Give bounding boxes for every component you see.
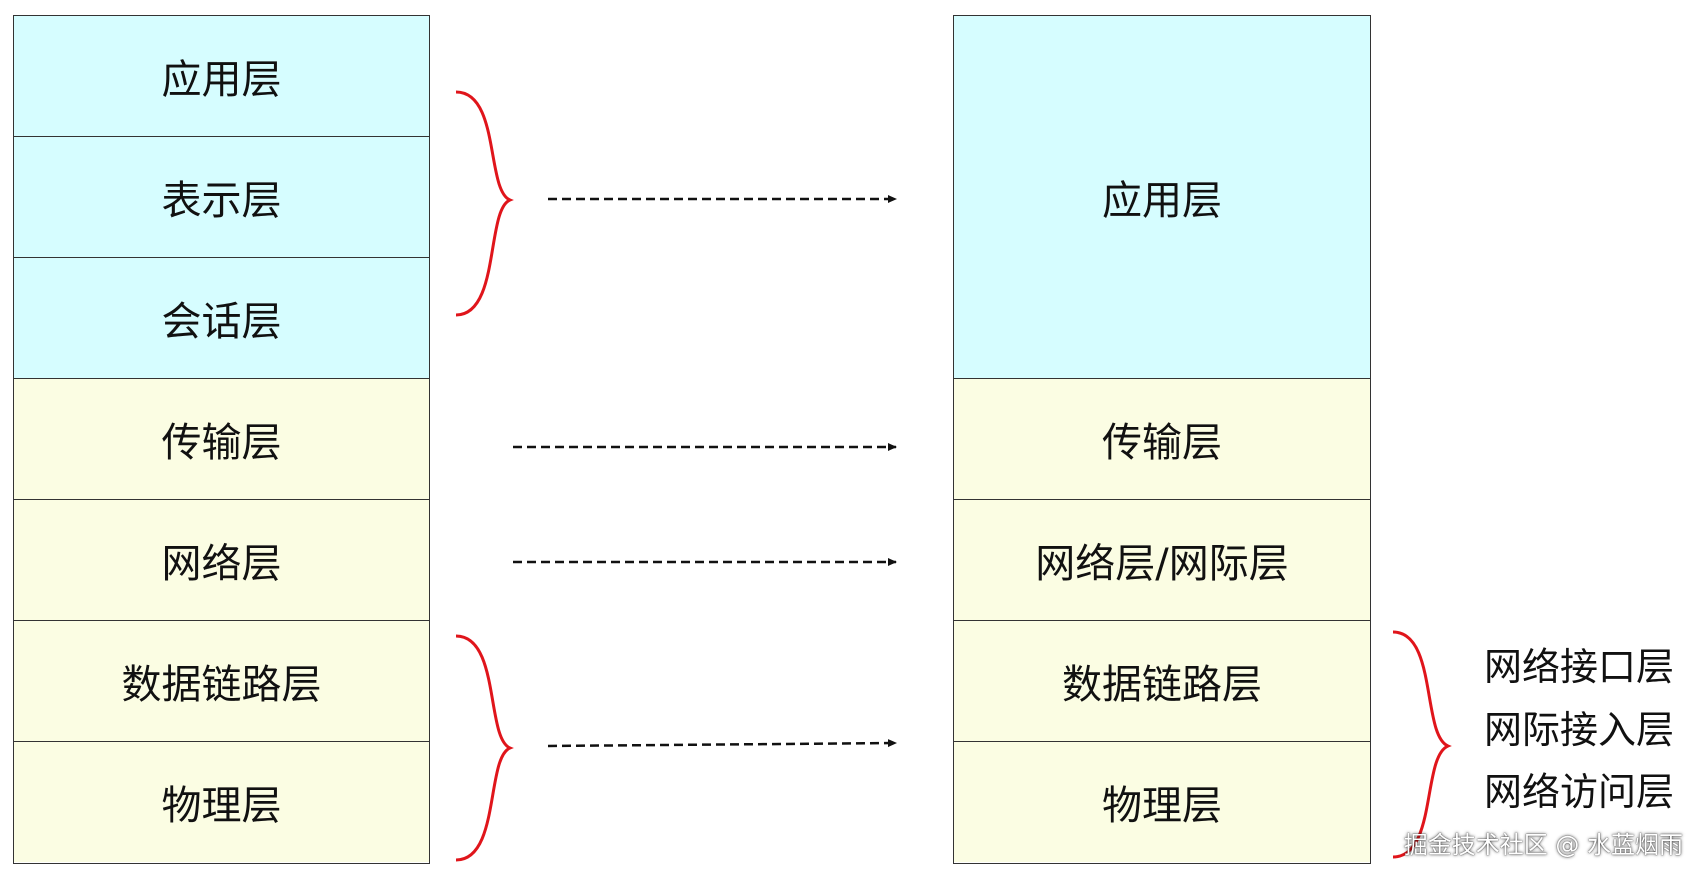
tcpip-application-layer: 应用层	[954, 16, 1370, 379]
osi-presentation-layer: 表示层	[14, 137, 429, 258]
osi-network-layer: 网络层	[14, 500, 429, 621]
watermark-text: 掘金技术社区 @ 水蓝烟雨	[1403, 831, 1683, 859]
osi-data-link-layer: 数据链路层	[14, 621, 429, 742]
upper-left-brace	[455, 90, 514, 317]
osi-transport-layer: 传输层	[14, 379, 429, 500]
tcpip-data-link-layer: 数据链路层	[954, 621, 1370, 742]
internet-access-label: 网际接入层	[1484, 708, 1675, 752]
osi-session-layer: 会话层	[14, 258, 429, 379]
lower-left-brace	[455, 634, 514, 862]
osi-model-stack: 应用层 表示层 会话层 传输层 网络层 数据链路层 物理层	[13, 15, 430, 864]
tcpip-physical-layer: 物理层	[954, 742, 1370, 862]
arrow-link-physical	[547, 739, 897, 748]
tcpip-transport-layer: 传输层	[954, 379, 1370, 500]
network-access-label: 网络访问层	[1484, 770, 1675, 814]
tcpip-model-stack: 应用层 传输层 网络层/网际层 数据链路层 物理层	[953, 15, 1371, 864]
tcpip-internet-layer: 网络层/网际层	[954, 500, 1370, 621]
right-brace	[1392, 630, 1452, 859]
osi-physical-layer: 物理层	[14, 742, 429, 862]
osi-application-layer: 应用层	[14, 16, 429, 137]
network-interface-label: 网络接口层	[1484, 645, 1675, 689]
